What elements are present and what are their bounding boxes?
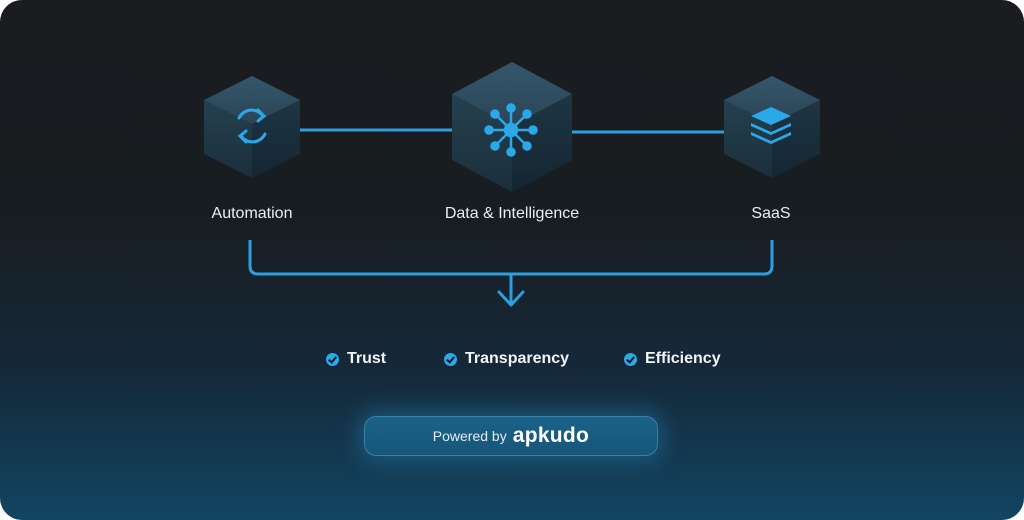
node-label-data-intelligence: Data & Intelligence	[444, 205, 580, 222]
layers-icon	[751, 107, 791, 144]
value-label: Efficiency	[645, 350, 721, 367]
node-label-automation: Automation	[211, 205, 293, 222]
check-circle-icon	[444, 352, 457, 366]
saas-cube	[724, 76, 820, 178]
check-circle-icon	[624, 352, 637, 366]
brand-wordmark: apkudo	[512, 424, 590, 447]
value-trust: Trust	[326, 350, 386, 368]
check-circle-icon	[326, 352, 339, 366]
values-row: Trust Transparency Efficiency	[0, 350, 1024, 374]
data-intelligence-cube	[452, 62, 572, 192]
powered-by-prefix: Powered by	[432, 428, 507, 444]
value-efficiency: Efficiency	[624, 350, 721, 368]
merge-bracket	[248, 240, 774, 276]
powered-by-badge: Powered by apkudo	[364, 416, 658, 456]
refresh-icon	[237, 108, 267, 144]
network-hub-icon	[484, 103, 538, 157]
value-label: Trust	[347, 350, 387, 367]
node-label-saas: SaaS	[751, 205, 791, 222]
merge-arrow-head	[497, 290, 525, 307]
value-transparency: Transparency	[444, 350, 569, 368]
value-label: Transparency	[465, 350, 570, 367]
automation-cube	[204, 76, 300, 178]
